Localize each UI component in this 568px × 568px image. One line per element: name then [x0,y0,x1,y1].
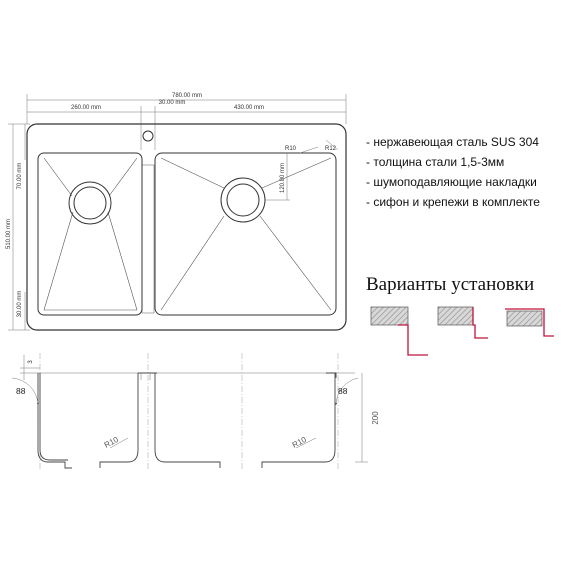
feature-sound-pads: - шумоподавляющие накладки [366,175,537,189]
dim-left-bowl-width: 260.00 mm [71,105,101,111]
right-drain [220,177,266,223]
dim-right-bowl-width: 430.00 mm [234,105,264,111]
dim-height: 510.00 mm [6,219,12,249]
left-drain [68,181,112,225]
right-bowl-profile [154,372,221,468]
features-list: - нержавеющая сталь SUS 304 - толщина ст… [366,135,540,209]
dim-top-offset: 70.00 mm [17,163,23,190]
sink-outline [26,123,347,331]
side-rim: 3 [28,360,34,364]
side-radius-left: R10 [103,435,121,450]
side-depth: 200 [371,411,380,425]
install-title: Варианты установки [366,274,534,295]
dim-total-width: 780.00 mm [172,93,202,99]
top-dimension-lines [8,94,347,331]
left-bowl-profile [37,373,72,469]
right-bowl [154,139,339,316]
side-view [11,353,368,470]
side-radius-right: R10 [291,435,309,450]
top-view: 780.00 mm 260.00 mm 30.00 mm 430.00 mm 5… [6,93,347,331]
feature-kit: - сифон и крепежи в комплекте [366,195,540,209]
dim-radius-inner: R10 [285,146,297,152]
dim-radius-outer: R12 [325,146,337,152]
side-angle-left: 88 [16,386,26,396]
tap-hole [142,130,154,142]
feature-material: - нержавеющая сталь SUS 304 [366,135,539,149]
feature-thickness: - толщина стали 1,5-3мм [366,155,504,169]
left-bowl [37,152,143,316]
install-flush [437,306,488,339]
side-angle-right: 88 [338,386,348,396]
dim-bottom-offset: 30.00 mm [17,291,23,318]
install-variants: Варианты установки [366,274,554,356]
install-overmount [505,308,554,337]
install-undermount [370,306,428,356]
bowl-divider [141,164,155,314]
dim-drain-offset: 120.00 mm [280,163,286,193]
dim-gap: 30.00 mm [159,100,186,106]
